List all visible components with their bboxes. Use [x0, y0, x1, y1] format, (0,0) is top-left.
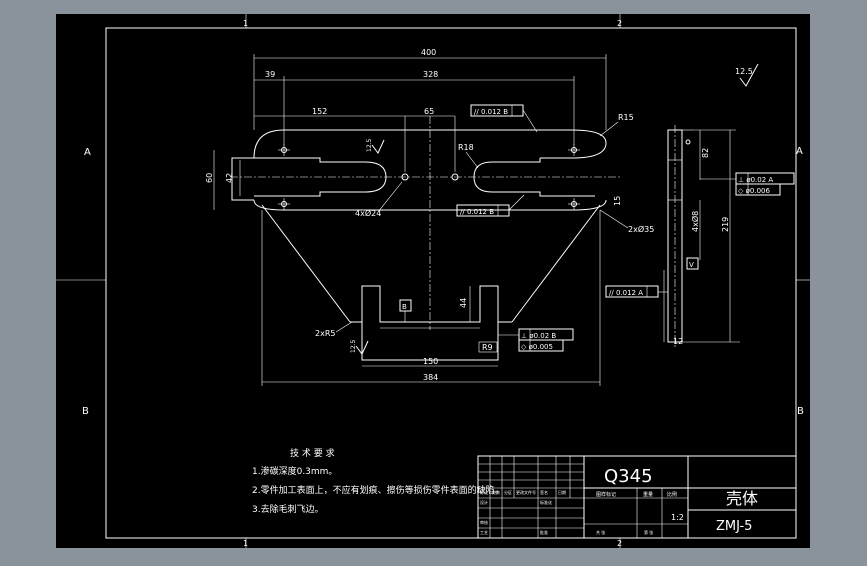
base-r-frame [478, 341, 498, 353]
dim-side-height: 219 [721, 217, 730, 232]
svg-text:标准化: 标准化 [540, 499, 552, 505]
datum-b-marker: B [399, 299, 412, 322]
svg-text:设计: 设计 [480, 499, 488, 505]
notes-line-2: 2.零件加工表面上，不应有划痕、擦伤等损伤零件表面的缺陷。 [252, 484, 504, 496]
svg-text:◇ ø0.005: ◇ ø0.005 [521, 343, 553, 351]
frame-ticks [56, 14, 810, 548]
svg-text:审核: 审核 [480, 519, 488, 525]
tolerance-frame-parallel-side: // 0.012 A [605, 285, 668, 298]
svg-text:// 0.012 B: // 0.012 B [474, 108, 508, 116]
notes-heading: 技 术 要 求 [290, 447, 335, 459]
svg-text:⊥ ø0.02 A: ⊥ ø0.02 A [738, 176, 773, 184]
main-view [230, 116, 620, 361]
dim-side-thickness: 12 [673, 337, 683, 346]
svg-text:第 张: 第 张 [644, 529, 653, 535]
column-mark-bottom-2: 2 [617, 539, 622, 548]
svg-text:12.5: 12.5 [350, 339, 357, 353]
leader-line [335, 321, 353, 333]
hole-mark [278, 198, 290, 210]
svg-text:日期: 日期 [558, 489, 566, 495]
hole-mark [568, 144, 580, 156]
svg-text:12.5: 12.5 [366, 138, 373, 152]
svg-text:12.5: 12.5 [735, 67, 753, 76]
hole-mark [568, 198, 580, 210]
svg-text:⊥ ø0.02 B: ⊥ ø0.02 B [521, 332, 556, 340]
zone-label-a-right: A [796, 146, 803, 157]
svg-text:签名: 签名 [540, 489, 548, 495]
dim-left-width: 152 [312, 107, 327, 116]
notes-line-1: 1.渗碳深度0.3mm。 [252, 465, 337, 477]
svg-text:共 张: 共 张 [596, 529, 605, 535]
dim-lower-span: 384 [423, 373, 438, 382]
finish-mark: 12.5 [350, 339, 369, 355]
tolerance-frame-parallel-top: // 0.012 B [470, 104, 538, 133]
svg-text:分区: 分区 [504, 489, 512, 495]
svg-text:// 0.012 A: // 0.012 A [609, 289, 643, 297]
title-block-grid [478, 456, 584, 538]
title-block-row-labels: 标记 处数 分区 更改文件号 签名 日期 设计 标准化 审核 工艺 批准 共 张… [480, 489, 653, 535]
svg-text:B: B [402, 303, 407, 311]
dim-slot-depth: 44 [459, 298, 468, 308]
col-label-mark: 图样标记 [596, 491, 616, 498]
hole-mark [278, 144, 290, 156]
scale-value: 1:2 [671, 513, 684, 522]
drawing-number: ZMJ-5 [716, 519, 752, 534]
dim-side-top: 82 [701, 148, 710, 158]
column-mark-bottom-1: 1 [243, 539, 248, 548]
leader-line [377, 181, 403, 213]
zone-label-a-left: A [84, 147, 91, 158]
dimension-lines [213, 54, 607, 386]
finish-mark: 12.5 [366, 138, 385, 154]
dim-left-offset: 39 [265, 70, 275, 79]
dim-holes-right: 2xØ35 [628, 224, 654, 234]
svg-text:更改文件号: 更改文件号 [516, 489, 536, 495]
dim-radius-outer: R15 [618, 113, 634, 122]
dim-radius-slot: R18 [458, 143, 474, 152]
dim-holes-left: 4xØ24 [355, 208, 381, 218]
zone-label-b-right: B [797, 406, 804, 417]
leader-line [599, 209, 629, 229]
zone-label-b-left: B [82, 406, 89, 417]
side-view [663, 125, 740, 348]
drawing-sheet [56, 14, 810, 548]
leader-line [465, 151, 479, 169]
col-label-scale: 比例 [667, 491, 677, 498]
tolerance-frame-parallel-mid: // 0.012 B [456, 194, 525, 217]
svg-text:// 0.012 B: // 0.012 B [460, 208, 494, 216]
dim-hole-span: 328 [423, 70, 438, 79]
drawing-frame [105, 27, 797, 539]
column-mark-top-2: 2 [617, 19, 622, 28]
surface-finish-symbol: 12.5 [735, 63, 759, 87]
title-block [477, 455, 797, 539]
svg-text:◇ ø0.006: ◇ ø0.006 [738, 187, 770, 195]
dim-base-r: R9 [482, 343, 493, 352]
dim-edge-15: 15 [613, 196, 622, 206]
part-name: 壳体 [726, 489, 758, 508]
dim-overall-width: 400 [421, 48, 436, 57]
svg-text:V: V [689, 261, 694, 269]
leader-line [599, 121, 619, 137]
hole-mark [401, 173, 459, 181]
tolerance-frame-side: ⊥ ø0.02 A ◇ ø0.006 [700, 172, 795, 196]
dim-center-gap: 65 [424, 107, 434, 116]
material-label: Q345 [604, 466, 653, 487]
svg-text:处数: 处数 [492, 489, 500, 495]
dim-height-left: 60 [205, 173, 214, 183]
dim-notch-radius: 2xR5 [315, 329, 335, 338]
dim-slot-height: 42 [225, 173, 234, 183]
notes-line-3: 3.去除毛刺飞边。 [252, 503, 324, 515]
svg-text:工艺: 工艺 [480, 530, 488, 535]
dim-side-holes: 4xØ8 [690, 211, 700, 232]
tolerance-frame-bottom: ⊥ ø0.02 B ◇ ø0.005 [498, 328, 574, 352]
col-label-weight: 重量 [643, 491, 653, 498]
svg-text:批准: 批准 [540, 529, 548, 535]
datum-v-marker: V [686, 257, 699, 270]
column-mark-top-1: 1 [243, 19, 248, 28]
dim-bottom-width: 150 [423, 357, 438, 366]
svg-text:标记: 标记 [480, 489, 488, 495]
